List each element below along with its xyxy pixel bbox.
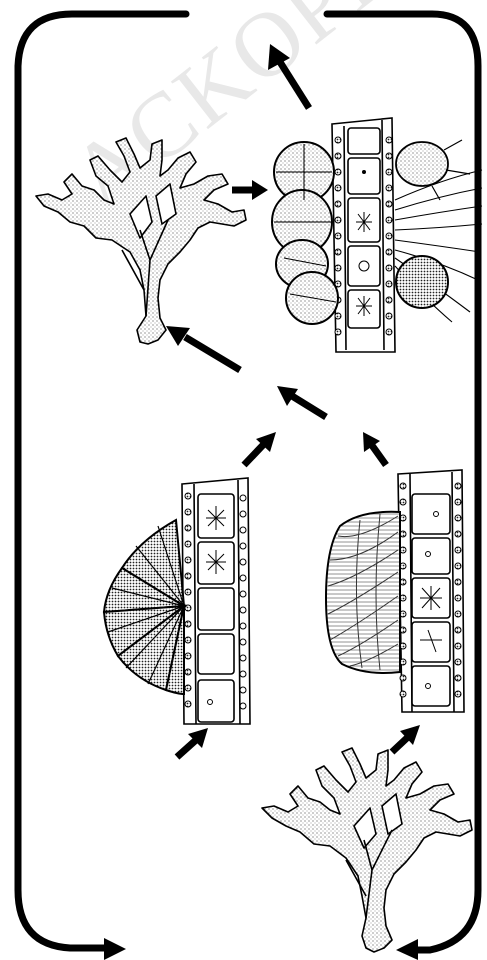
frame-arrowhead-bottom-left	[104, 938, 126, 960]
arrow-thallus-to-sporangia	[232, 180, 268, 200]
arrow-right-section-up	[363, 432, 386, 465]
arrow-to-top-thallus-base	[166, 326, 240, 370]
sporangia-section-top	[272, 118, 482, 352]
arrow-to-conceptacle	[392, 725, 420, 752]
arrow-to-tetrasporangium	[177, 728, 208, 757]
frame-arrowhead-bottom-right	[396, 939, 418, 960]
tetrasporangium-section	[104, 478, 250, 724]
arrow-center-up-left	[277, 386, 326, 417]
conceptacle-section	[326, 470, 464, 712]
arrow-left-section-up	[244, 432, 276, 465]
seaweed-thallus-bottom	[262, 748, 472, 952]
